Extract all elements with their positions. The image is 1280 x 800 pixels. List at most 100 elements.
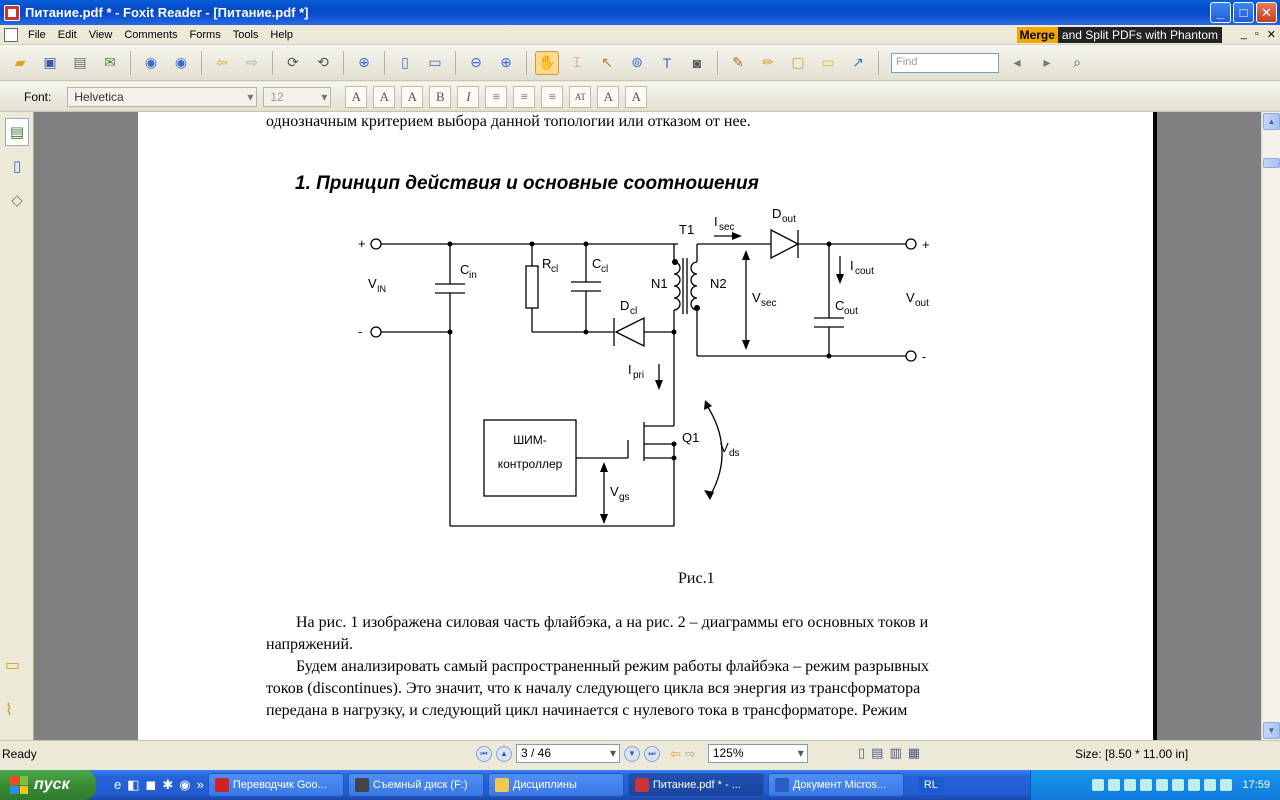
vertical-scrollbar[interactable]: ▲ ▼	[1261, 112, 1280, 740]
fit-page-icon[interactable]: ▯	[401, 54, 409, 70]
layers-icon[interactable]: ◇	[11, 192, 23, 209]
doc-minimize-button[interactable]: _	[1240, 28, 1247, 40]
fit-width-icon[interactable]: ▭	[428, 54, 442, 70]
menu-tools[interactable]: Tools	[232, 28, 259, 41]
comments-panel-icon[interactable]: ▭	[5, 657, 21, 674]
tray-signal-icon[interactable]	[1204, 779, 1217, 791]
back-arrow-icon[interactable]: ⇦	[216, 54, 228, 70]
ie-icon[interactable]: e	[114, 777, 122, 792]
annotation-tool-icon[interactable]: ✎	[732, 54, 744, 70]
next-page-icon[interactable]: ◉	[174, 54, 188, 70]
arrow-tool-icon[interactable]: ↗	[852, 54, 864, 70]
continuous-facing-view-icon[interactable]: ▦	[907, 745, 921, 760]
zoom-out-icon[interactable]: ⊖	[470, 54, 482, 70]
promo-banner[interactable]: Merge and Split PDFs with Phantom	[1016, 27, 1222, 43]
previous-page-icon[interactable]: ◉	[144, 54, 158, 70]
start-button[interactable]: пуск	[0, 770, 96, 800]
tray-safely-remove-icon[interactable]	[1220, 779, 1233, 791]
find-previous-icon[interactable]: ◂	[1013, 54, 1021, 70]
task-word-document[interactable]: Документ Micros...	[767, 773, 904, 797]
char-spacing-button[interactable]: AT	[569, 85, 592, 108]
rotate-back-icon[interactable]: ⟲	[317, 54, 329, 70]
task-foxit-pdf[interactable]: Питание.pdf * - ...	[627, 773, 764, 797]
bold-button[interactable]: B	[429, 85, 452, 108]
firefox-icon[interactable]: ◉	[179, 777, 191, 792]
attachments-icon[interactable]: ⌇	[5, 702, 13, 719]
bookmarks-icon[interactable]: ▤	[5, 118, 29, 146]
save-icon[interactable]: ▣	[43, 54, 57, 70]
facing-view-icon[interactable]: ▥	[889, 745, 902, 760]
binoculars-icon[interactable]: ⊚	[631, 54, 643, 70]
doc-restore-button[interactable]: ▫	[1254, 28, 1259, 40]
open-folder-icon[interactable]: ▰	[14, 54, 26, 70]
text-scale-button[interactable]: A	[625, 85, 648, 108]
menu-help[interactable]: Help	[270, 28, 294, 41]
language-indicator[interactable]: RL	[917, 777, 944, 793]
prev-page-icon[interactable]: ▲	[496, 745, 512, 762]
align-left-button[interactable]: ≡	[485, 85, 508, 108]
text-style-button[interactable]: A	[401, 85, 424, 108]
media-icon[interactable]: ◼	[145, 777, 157, 792]
task-disciplines[interactable]: Дисциплины	[487, 773, 624, 797]
history-back-icon[interactable]: ⇦	[670, 745, 681, 761]
doc-close-button[interactable]: ✕	[1266, 29, 1276, 41]
align-right-button[interactable]: ≡	[541, 85, 564, 108]
more-icon[interactable]: »	[196, 777, 204, 792]
last-page-icon[interactable]: ⏭	[644, 745, 660, 762]
search-icon[interactable]: ⌕	[1073, 54, 1081, 70]
first-page-icon[interactable]: ⏮	[476, 745, 492, 762]
snapshot-icon[interactable]: ◙	[692, 54, 702, 71]
pencil-icon[interactable]: ✏	[762, 54, 774, 70]
tray-network-icon[interactable]	[1092, 779, 1105, 791]
text-box-icon[interactable]: ▢	[791, 54, 805, 70]
minimize-button[interactable]: _	[1210, 2, 1231, 23]
find-next-icon[interactable]: ▸	[1043, 54, 1051, 70]
tray-bluetooth-icon[interactable]	[1124, 779, 1137, 791]
scroll-down-arrow[interactable]: ▼	[1263, 722, 1280, 739]
single-page-view-icon[interactable]: ▯	[858, 745, 866, 760]
text-style-button[interactable]: A	[345, 85, 368, 108]
task-removable-disk[interactable]: Съемный диск (F:)	[347, 773, 484, 797]
menu-edit[interactable]: Edit	[57, 28, 77, 41]
typewriter-icon[interactable]: T	[662, 54, 672, 71]
continuous-view-icon[interactable]: ▤	[871, 745, 884, 760]
close-button[interactable]: ✕	[1256, 2, 1277, 23]
zoom-select[interactable]: 125%	[707, 744, 808, 763]
select-text-icon[interactable]: ⌶	[572, 54, 582, 70]
tray-volume-icon[interactable]	[1172, 779, 1185, 791]
tray-monitor-icon[interactable]	[1156, 779, 1169, 791]
text-style-button[interactable]: A	[373, 85, 396, 108]
task-translator[interactable]: Переводчик Goo...	[207, 773, 344, 797]
tray-antivirus-icon[interactable]	[1108, 779, 1121, 791]
print-icon[interactable]: ▤	[73, 54, 87, 70]
history-forward-icon[interactable]: ⇨	[684, 745, 696, 761]
zoom-plus-icon[interactable]: ⊕	[500, 54, 512, 70]
zoom-in-icon[interactable]: ⊕	[358, 54, 370, 70]
document-icon[interactable]	[4, 27, 18, 42]
pages-icon[interactable]: ▯	[12, 158, 22, 175]
menu-comments[interactable]: Comments	[124, 28, 178, 41]
menu-file[interactable]: File	[28, 28, 46, 41]
italic-button[interactable]: I	[457, 85, 480, 108]
scroll-thumb[interactable]	[1263, 158, 1280, 168]
page-number-input[interactable]: 3 / 46	[516, 744, 620, 763]
forward-arrow-icon[interactable]: ⇨	[246, 54, 258, 70]
align-center-button[interactable]: ≡	[513, 85, 536, 108]
maximize-button[interactable]: □	[1233, 2, 1254, 23]
outlook-icon[interactable]: ◧	[127, 777, 140, 792]
tray-display-icon[interactable]	[1140, 779, 1153, 791]
rotate-view-icon[interactable]: ⟳	[287, 54, 299, 70]
font-select[interactable]: Helvetica	[67, 86, 258, 107]
tray-update-icon[interactable]	[1188, 779, 1201, 791]
scroll-up-arrow[interactable]: ▲	[1263, 113, 1280, 130]
note-icon[interactable]: ▭	[821, 54, 835, 70]
menu-forms[interactable]: Forms	[189, 28, 221, 41]
font-color-button[interactable]: A	[597, 85, 620, 108]
next-page-icon[interactable]: ▼	[624, 745, 640, 762]
email-icon[interactable]: ✉	[104, 54, 116, 70]
select-arrow-icon[interactable]: ↖	[601, 54, 613, 70]
hand-tool-icon[interactable]: ✋	[535, 50, 559, 75]
menu-view[interactable]: View	[88, 28, 113, 41]
bluetooth-icon[interactable]: ✱	[162, 777, 174, 792]
find-input[interactable]: Find	[891, 52, 999, 73]
